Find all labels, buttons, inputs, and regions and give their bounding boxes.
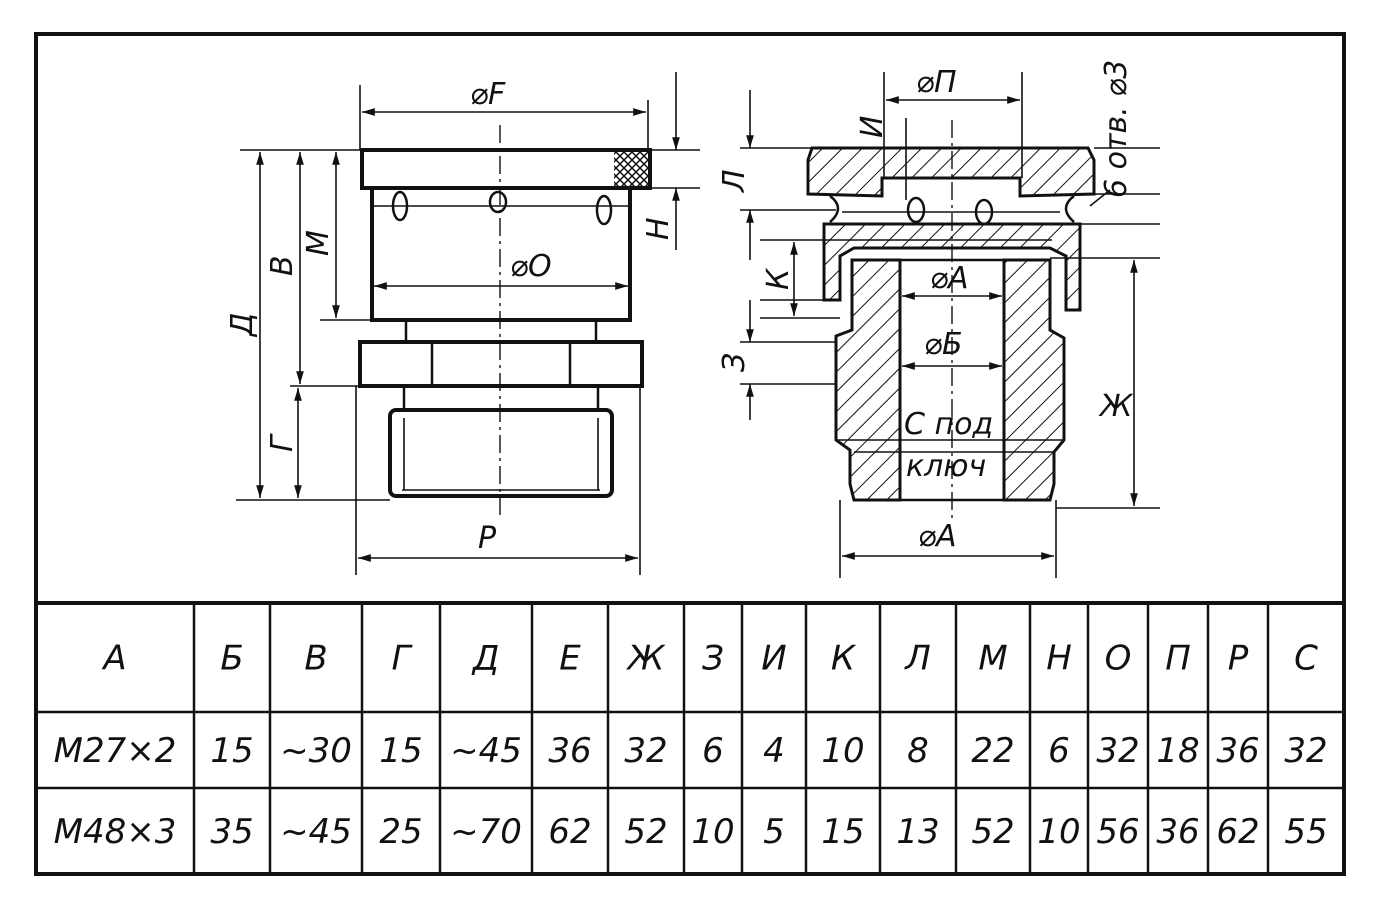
holes-note: 6 отв. ⌀3: [1099, 60, 1134, 198]
table-cell: 6: [1048, 731, 1070, 771]
dim-label-B-inner: ⌀Б: [924, 327, 963, 362]
wrench-label-line1: С под: [904, 407, 993, 442]
dim-label-A-bottom: ⌀А: [918, 519, 957, 554]
table-header-cell: Р: [1228, 639, 1249, 679]
table-cell: 32: [1096, 731, 1139, 771]
table-cell: 18: [1156, 731, 1199, 771]
table-header-cell: А: [101, 639, 126, 679]
table-cell: 10: [1037, 812, 1080, 852]
dim-label-F: ⌀F: [470, 77, 506, 112]
dim-label-ZH: Ж: [1098, 389, 1134, 424]
knurl-patch: [614, 152, 648, 186]
dim-label-PI: ⌀П: [916, 65, 957, 100]
table-header-cell: С: [1294, 639, 1318, 679]
dim-label-D: Д: [225, 313, 260, 338]
dim-label-L: Л: [717, 169, 752, 193]
table-cell: 13: [896, 812, 939, 852]
table-cell: 62: [1216, 812, 1259, 852]
table-cell: 32: [1284, 731, 1327, 771]
table-cell: 5: [763, 812, 785, 852]
table-cell: 15: [821, 812, 864, 852]
table-cell: 4: [763, 731, 785, 771]
table-header-cell: Е: [559, 639, 581, 679]
table-cell: 15: [379, 731, 422, 771]
wrench-label-line2: ключ: [906, 449, 986, 484]
dim-label-K: К: [761, 267, 796, 290]
table-cell: ~30: [280, 731, 352, 771]
table-cell: ~70: [450, 812, 522, 852]
left-exterior-view: ⌀F ⌀O P Н М В Д Г: [225, 72, 700, 575]
dim-label-M: М: [301, 230, 336, 256]
table-header-cell: Д: [471, 639, 500, 679]
table-header-cell: З: [702, 639, 724, 679]
table-cell: 62: [548, 812, 591, 852]
table-cell: 56: [1096, 812, 1139, 852]
table-cell: 52: [624, 812, 667, 852]
table-cell: 36: [1216, 731, 1259, 771]
table-cell: 22: [971, 731, 1014, 771]
table-header-cell: Л: [903, 639, 931, 679]
dim-label-Z: З: [717, 353, 752, 372]
table-cell: ~45: [280, 812, 352, 852]
table-header-cell: И: [761, 639, 786, 679]
dim-label-I: И: [855, 116, 890, 138]
table-header-cell: К: [831, 639, 857, 679]
dim-label-N: Н: [641, 217, 676, 240]
table-cell: 36: [548, 731, 591, 771]
table-header-cell: Н: [1046, 639, 1072, 679]
table-cell: 52: [971, 812, 1014, 852]
table-cell: 32: [624, 731, 667, 771]
table-cell: 8: [907, 731, 929, 771]
table-header-cell: М: [978, 639, 1007, 679]
table-header-cell: Ж: [626, 639, 666, 679]
table-header-cell: Г: [392, 639, 414, 679]
table-cell: 6: [702, 731, 724, 771]
table-cell: 36: [1156, 812, 1199, 852]
table-cell: 25: [379, 812, 422, 852]
table-cell: 10: [821, 731, 864, 771]
table-cell: 10: [691, 812, 734, 852]
table-header-cell: П: [1165, 639, 1191, 679]
table-header-cell: О: [1105, 639, 1132, 679]
table-header-cell: Б: [220, 639, 243, 679]
dim-label-O: ⌀O: [510, 249, 552, 284]
dim-label-A-inner: ⌀А: [930, 261, 969, 296]
table-cell: 15: [210, 731, 253, 771]
dim-label-P: P: [478, 521, 497, 556]
dim-label-V: В: [265, 255, 300, 276]
right-section-view: ⌀П И 6 отв. ⌀3 Ж Л К З ⌀А: [717, 60, 1160, 578]
table-cell: 55: [1284, 812, 1327, 852]
table-cell: М27×2: [54, 731, 177, 771]
table-cell: М48×3: [54, 812, 177, 852]
table-header-cell: В: [304, 639, 327, 679]
dim-label-G: Г: [265, 433, 300, 452]
table-cell: 35: [210, 812, 253, 852]
table-cell: ~45: [450, 731, 522, 771]
